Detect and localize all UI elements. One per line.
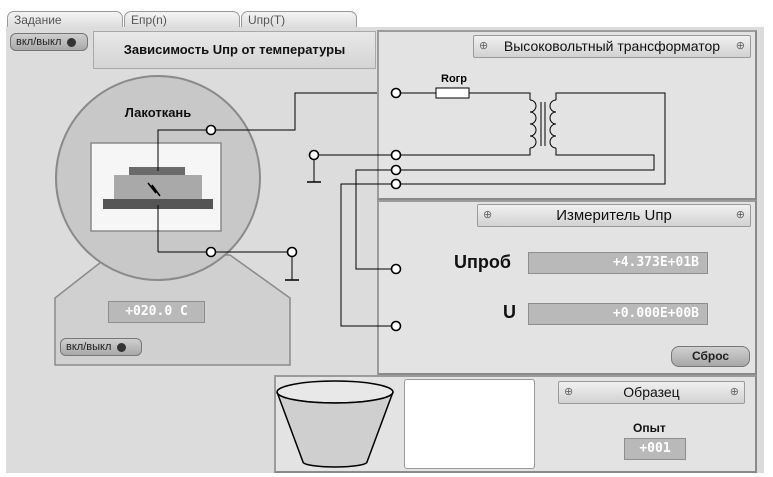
pin-icon: ⊕ — [483, 209, 493, 221]
pin-icon: ⊕ — [735, 209, 745, 221]
terminal-hv-out1 — [390, 164, 402, 176]
temperature-display: +020.0 C — [108, 301, 205, 323]
resistor-label: Rогр — [441, 73, 467, 85]
breakdown-icon — [147, 182, 161, 197]
bottom-electrode — [103, 199, 213, 209]
sample-name: Лакоткань — [0, 105, 316, 120]
power-top-label: вкл/выкл — [16, 36, 62, 48]
power-bottom-led-icon — [117, 342, 127, 352]
terminal-bottom — [205, 246, 217, 258]
power-led-icon — [67, 37, 77, 47]
primary-coil-icon — [529, 99, 537, 149]
resistor-icon — [435, 87, 470, 99]
pin-icon: ⊕ — [729, 386, 739, 398]
u-label: U — [503, 302, 516, 322]
terminal-meter-uprob — [390, 263, 402, 275]
pin-icon: ⊕ — [479, 40, 489, 52]
terminal-top — [205, 124, 217, 136]
sample-name-text: Лакоткань — [124, 105, 192, 120]
terminal-hv-out2 — [390, 178, 402, 190]
experiment-label: Опыт — [633, 421, 666, 435]
oil-bath-icon — [276, 391, 394, 468]
transformer-panel — [377, 30, 757, 200]
reset-button[interactable]: Сброс — [671, 346, 750, 367]
tab-task[interactable]: Задание — [7, 11, 123, 28]
resistor-label-text: Rогр — [441, 73, 467, 85]
sample-header: ⊕ Образец ⊕ — [558, 381, 745, 404]
power-bottom-label: вкл/выкл — [66, 341, 112, 353]
terminal-meter-u — [390, 320, 402, 332]
terminal-hv-ground — [390, 149, 402, 161]
tab-upr[interactable]: Uпр(T) — [241, 11, 357, 28]
meter-header: ⊕ Измеритель Uпр ⊕ — [477, 204, 751, 227]
tab-upr-label: Uпр(T) — [248, 13, 286, 27]
tab-epr-label: Eпр(n) — [131, 13, 167, 27]
terminal-hv-in — [390, 87, 402, 99]
uprob-label: Uпроб — [454, 252, 511, 272]
dielectric-sample — [114, 175, 202, 199]
uprob-display: +4.373E+01В — [528, 252, 708, 274]
ground-terminal — [308, 149, 320, 161]
page-title: Зависимость Uпр от температуры — [93, 31, 376, 69]
sample-preview — [404, 379, 535, 469]
transformer-title: Высоковольтный трансформатор — [503, 38, 721, 54]
meter-title: Измеритель Uпр — [556, 207, 672, 224]
u-display: +0.000E+00В — [528, 303, 708, 325]
terminal-ground — [286, 246, 298, 258]
top-electrode — [129, 167, 185, 175]
pin-icon: ⊕ — [735, 40, 745, 52]
transformer-header: ⊕ Высоковольтный трансформатор ⊕ — [473, 35, 751, 58]
tab-epr[interactable]: Eпр(n) — [124, 11, 240, 28]
secondary-coil-icon — [549, 99, 557, 149]
meter-panel — [377, 200, 757, 375]
pin-icon: ⊕ — [564, 386, 574, 398]
tab-task-label: Задание — [14, 13, 62, 27]
experiment-counter: +001 — [624, 438, 686, 460]
power-top-button[interactable]: вкл/выкл — [10, 33, 88, 51]
power-bottom-button[interactable]: вкл/выкл — [60, 338, 142, 356]
sample-title: Образец — [623, 384, 680, 400]
